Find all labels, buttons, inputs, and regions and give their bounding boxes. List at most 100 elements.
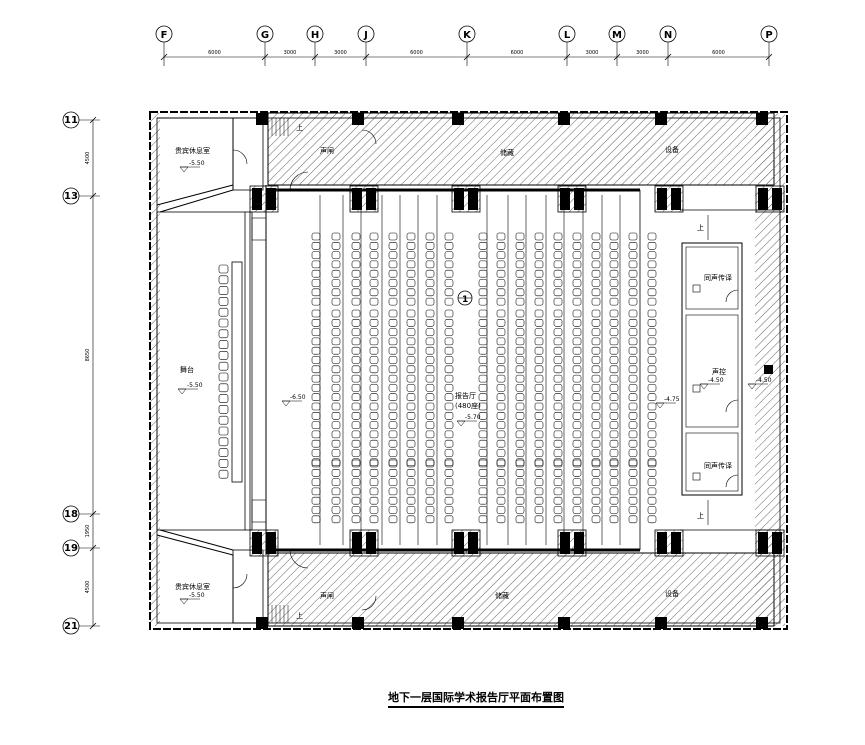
auditorium-seat: [311, 384, 321, 392]
auditorium-seat: [406, 449, 416, 457]
auditorium-seat: [369, 506, 379, 514]
auditorium-seat: [591, 309, 601, 318]
auditorium-seat: [496, 346, 506, 355]
auditorium-seat: [591, 232, 601, 241]
auditorium-seat: [553, 430, 563, 439]
auditorium-seat: [425, 393, 435, 401]
auditorium-seat: [572, 487, 582, 496]
auditorium-seat: [406, 412, 416, 420]
auditorium-seat: [534, 496, 544, 505]
auditorium-seat: [647, 242, 657, 250]
structural-column: [452, 617, 464, 629]
level-mark-rear-aisle: -4.75: [655, 396, 680, 409]
auditorium-seat: [444, 469, 454, 477]
auditorium-seat: [647, 337, 657, 346]
auditorium-seat: [591, 297, 601, 306]
svg-text:-5.50: -5.50: [189, 160, 205, 167]
auditorium-seat: [496, 288, 506, 297]
auditorium-seat: [311, 346, 321, 355]
level-mark-stage: -5.50: [177, 382, 203, 395]
auditorium-seat: [369, 328, 379, 336]
label-vip-lounge-top: 贵宾休息室: [175, 146, 210, 155]
auditorium-seat: [311, 412, 321, 420]
auditorium-seat: [406, 421, 416, 429]
structural-column: [756, 113, 768, 125]
axis-bubble-L: [558, 25, 576, 43]
axis-label-F: F: [161, 30, 168, 41]
auditorium-seat: [331, 260, 341, 269]
column-dimension: 3000: [586, 50, 599, 56]
auditorium-seat: [628, 421, 638, 429]
auditorium-seat: [331, 384, 341, 392]
auditorium-seat: [534, 319, 544, 327]
auditorium-seat: [388, 242, 398, 250]
auditorium-seat: [351, 374, 361, 383]
level-mark-right-corridor: -4.50: [747, 377, 772, 390]
auditorium-seat: [311, 242, 321, 250]
auditorium-seat: [351, 439, 361, 448]
auditorium-seat: [311, 515, 321, 524]
level-marks: -5.50 -5.50 -5.50 -6.50 -5.70 -4.75 -4.5…: [177, 160, 772, 605]
auditorium-seat: [647, 459, 657, 468]
stage-seat: [218, 426, 229, 436]
auditorium-seat: [609, 337, 619, 346]
auditorium-seat: [369, 251, 379, 259]
auditorium-seat: [331, 487, 341, 496]
auditorium-seat: [311, 496, 321, 505]
auditorium-seat: [496, 269, 506, 278]
axis-bubble-N: [659, 25, 677, 43]
auditorium-seat: [572, 356, 582, 364]
auditorium-seat: [553, 297, 563, 306]
auditorium-seat: [406, 337, 416, 346]
auditorium-seat: [406, 459, 416, 468]
auditorium-seat: [478, 496, 488, 505]
svg-text:-5.70: -5.70: [465, 414, 481, 421]
auditorium-seat: [572, 269, 582, 278]
axis-label-P: P: [765, 30, 772, 41]
auditorium-seat: [444, 449, 454, 457]
auditorium-seat: [628, 449, 638, 457]
auditorium-seat: [351, 356, 361, 364]
auditorium-seat: [515, 496, 525, 505]
auditorium-seat: [444, 346, 454, 355]
auditorium-seat: [444, 421, 454, 429]
stage-seat: [218, 394, 229, 403]
structural-column: [352, 113, 364, 125]
auditorium-seat: [609, 242, 619, 250]
auditorium-seat: [311, 374, 321, 383]
auditorium-seat: [444, 402, 454, 411]
auditorium-seat: [553, 515, 563, 524]
auditorium-seat: [425, 319, 435, 327]
auditorium-seat: [388, 449, 398, 457]
auditorium-seat: [351, 459, 361, 468]
axis-label-M: M: [612, 30, 622, 41]
auditorium-seat: [369, 260, 379, 269]
auditorium-seat: [647, 260, 657, 269]
auditorium-seat: [609, 356, 619, 364]
axis-bubble-F: [155, 25, 173, 43]
auditorium-seat: [388, 393, 398, 401]
auditorium-seat: [609, 269, 619, 278]
auditorium-seat: [444, 384, 454, 392]
column-core: [772, 532, 782, 554]
auditorium-seat: [444, 412, 454, 420]
column-dimension: 3000: [334, 50, 347, 56]
auditorium-seat: [515, 439, 525, 448]
column-core: [352, 532, 362, 554]
auditorium-seat: [351, 393, 361, 401]
auditorium-seat: [534, 242, 544, 250]
auditorium-seat: [331, 232, 341, 241]
vip-lounges: [156, 117, 264, 624]
auditorium-seat: [515, 365, 525, 374]
auditorium-seat: [406, 309, 416, 318]
auditorium-seat: [609, 232, 619, 241]
auditorium-seat: [553, 374, 563, 383]
auditorium-seat: [572, 496, 582, 505]
auditorium-seat: [609, 469, 619, 477]
level-mark-front-aisle: -6.50: [281, 394, 306, 407]
svg-text:-4.75: -4.75: [664, 396, 680, 403]
axis-label-19: 19: [64, 543, 78, 554]
axis-bubble-19: [62, 539, 80, 557]
auditorium-seat: [425, 402, 435, 411]
structural-columns: [249, 113, 785, 629]
